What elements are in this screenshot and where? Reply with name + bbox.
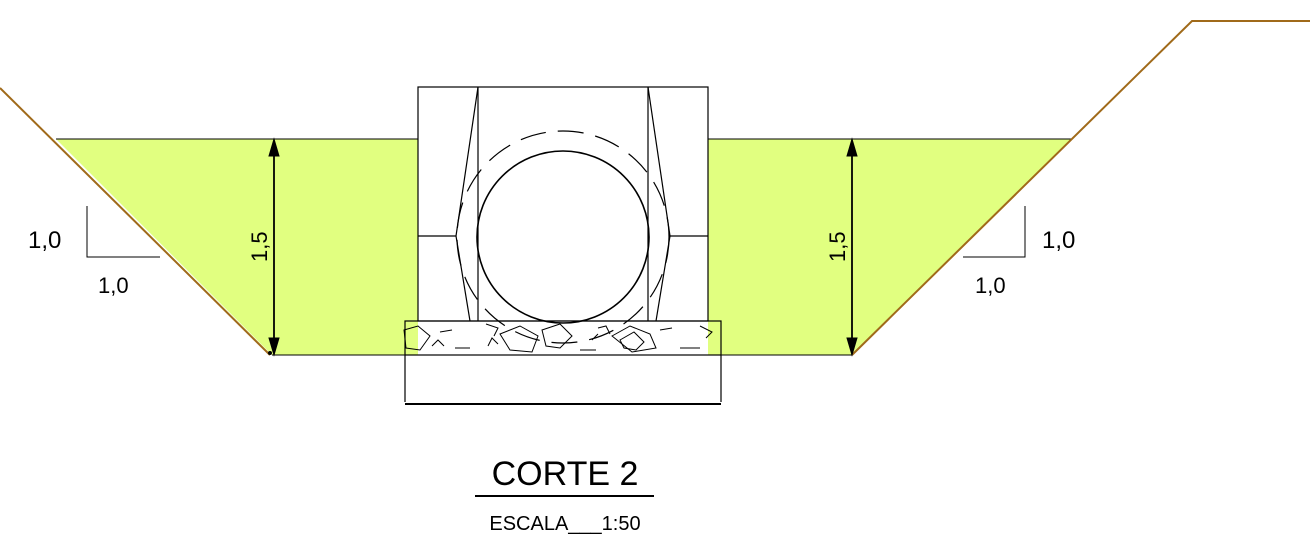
- left-depth-dimension: [268, 137, 280, 357]
- left-excavation-slope: [0, 87, 271, 356]
- right-depth-dimension: [846, 137, 858, 357]
- right-slope-marker: [963, 206, 1026, 258]
- pipe: [476, 150, 650, 324]
- right-slope-run-label: 1,0: [975, 273, 1006, 298]
- right-depth-label: 1,5: [825, 231, 850, 262]
- section-title: CORTE 2: [492, 455, 639, 493]
- right-backfill: [708, 139, 1072, 355]
- scale-label: ESCALA___1:50: [489, 513, 640, 535]
- right-excavation-slope: [851, 20, 1310, 356]
- left-slope-run-label: 1,0: [98, 273, 129, 298]
- left-slope-marker: [86, 206, 160, 258]
- pipe-outer-dashed: [456, 130, 670, 344]
- right-slope-rise-label: 1,0: [1042, 227, 1075, 254]
- left-slope-rise-label: 1,0: [28, 227, 61, 254]
- culvert-box: [417, 86, 709, 322]
- gravel-pattern: [403, 323, 713, 353]
- left-backfill: [56, 139, 418, 355]
- foundation: [404, 320, 722, 405]
- left-depth-label: 1,5: [247, 231, 272, 262]
